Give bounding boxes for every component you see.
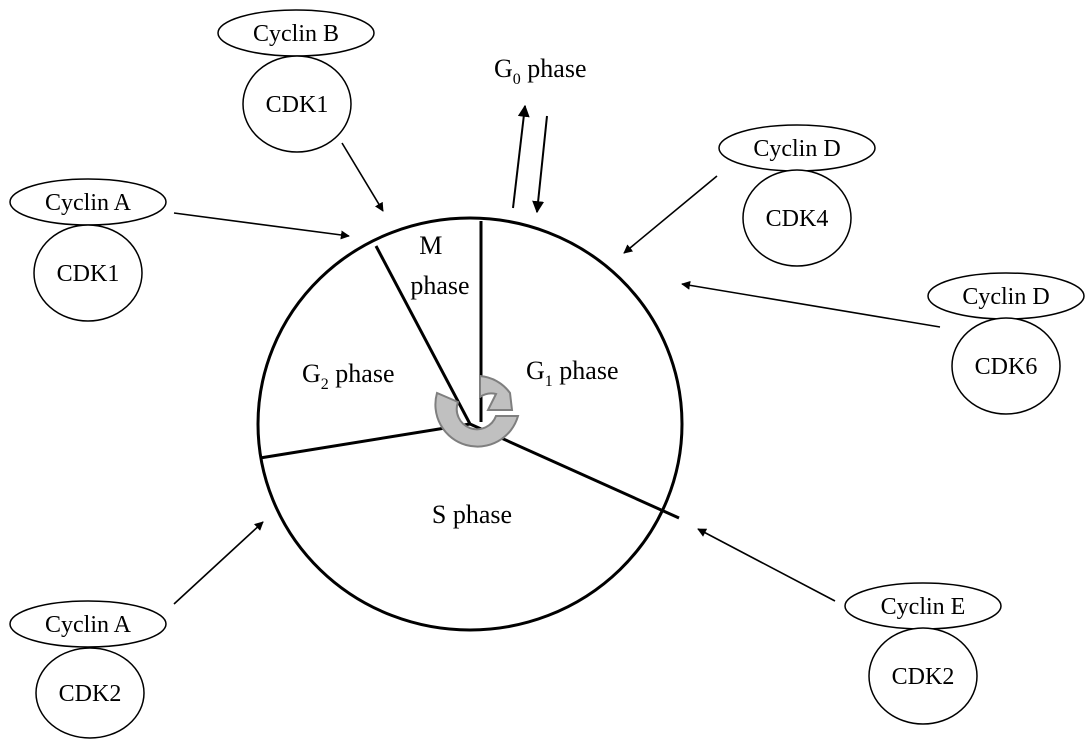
cyclin-label: Cyclin E (881, 594, 966, 620)
cdk-label: CDK2 (892, 664, 955, 690)
divider-g2-m (374, 245, 472, 425)
complex-cyclind-cdk6: Cyclin D CDK6 (927, 272, 1085, 415)
arrow-cyclina-cdk1 (173, 212, 350, 240)
arrow-to-g0 (512, 104, 530, 209)
arrow-cyclina-cdk2 (173, 521, 264, 605)
complex-cyclind-cdk4: Cyclin D CDK4 (718, 124, 876, 267)
divider-g1-s (469, 422, 680, 520)
cdk-label: CDK2 (59, 681, 122, 707)
m-phase-label: M phase (410, 231, 469, 300)
cyclin-label: Cyclin D (962, 284, 1049, 310)
arrow-cyclind-cdk4 (623, 175, 718, 254)
cyclin-label: Cyclin D (753, 136, 840, 162)
cdk-label: CDK6 (975, 354, 1038, 380)
arrow-cyclind-cdk6 (681, 280, 941, 328)
complex-cyclina-cdk1: Cyclin A CDK1 (9, 178, 167, 322)
complex-cycline-cdk2: Cyclin E CDK2 (844, 582, 1002, 725)
s-phase-label: S phase (432, 500, 512, 529)
g2-phase-label: G2 phase (302, 359, 394, 393)
divider-s-g2 (259, 422, 471, 460)
arrow-cyclinb-cdk1 (341, 142, 384, 212)
complex-cyclina-cdk2: Cyclin A CDK2 (9, 600, 167, 739)
cyclin-label: Cyclin A (45, 190, 132, 216)
arrow-cycline-cdk2 (697, 528, 836, 602)
cyclin-label: Cyclin B (253, 21, 339, 47)
cdk-label: CDK4 (766, 206, 829, 232)
cycle-arrow-icon (434, 374, 520, 448)
complex-cyclinb-cdk1: Cyclin B CDK1 (217, 9, 375, 153)
cdk-label: CDK1 (266, 92, 329, 118)
cell-cycle-wheel (256, 216, 684, 632)
g1-phase-label: G1 phase (526, 356, 618, 390)
cdk-label: CDK1 (57, 261, 120, 287)
cyclin-label: Cyclin A (45, 612, 132, 638)
g0-phase-label: G0 phase (494, 54, 586, 88)
cycle-circle (256, 216, 684, 632)
arrow-from-g0 (532, 115, 548, 214)
